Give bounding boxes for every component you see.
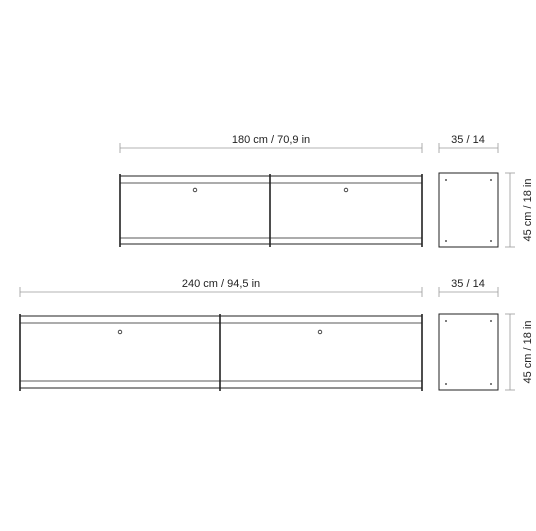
height-dimension-label: 45 cm / 18 in	[522, 321, 534, 384]
cabinet-body	[19, 315, 423, 389]
screw-dot	[445, 383, 447, 385]
depth-dimension-label: 35 / 14	[451, 134, 485, 146]
screw-dot	[445, 240, 447, 242]
unit-180-front-view: 180 cm / 70,9 in	[119, 134, 423, 247]
door-knob-left	[117, 329, 123, 335]
door-knob-right	[317, 329, 323, 335]
depth-dimension-label: 35 / 14	[451, 278, 485, 290]
unit-240-side-view: 35 / 14 45 cm / 18 in	[438, 278, 534, 391]
screw-dot	[445, 320, 447, 322]
screw-dot	[490, 383, 492, 385]
side-panel	[438, 172, 499, 248]
height-dimension-label: 45 cm / 18 in	[522, 179, 534, 242]
width-dimension-label: 240 cm / 94,5 in	[182, 278, 260, 290]
cabinet-body	[119, 175, 423, 245]
door-knob-left	[192, 187, 198, 193]
side-panel	[438, 313, 499, 391]
screw-dot	[490, 320, 492, 322]
screw-dot	[445, 179, 447, 181]
door-knob-right	[343, 187, 349, 193]
screw-dot	[490, 179, 492, 181]
screw-dot	[490, 240, 492, 242]
unit-240-front-view: 240 cm / 94,5 in	[19, 278, 423, 391]
unit-180-side-view: 35 / 14 45 cm / 18 in	[438, 134, 534, 248]
width-dimension-label: 180 cm / 70,9 in	[232, 134, 310, 146]
